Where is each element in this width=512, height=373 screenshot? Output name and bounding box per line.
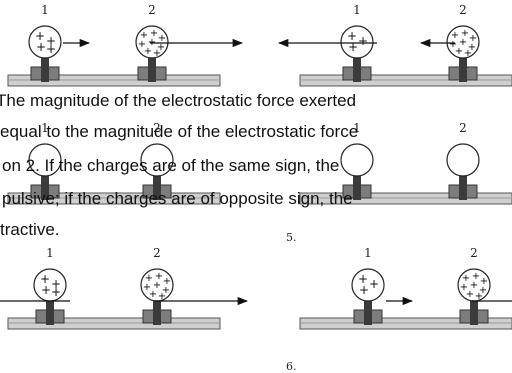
sphere-2 bbox=[135, 25, 169, 59]
panel-number: 6. bbox=[286, 360, 297, 373]
insulating-post-1 bbox=[46, 299, 54, 325]
sphere-2 bbox=[140, 143, 174, 177]
charge-sign: + bbox=[464, 48, 472, 59]
insulating-post-1 bbox=[353, 174, 361, 200]
charge-sign: + bbox=[369, 277, 379, 291]
charge-sign: + bbox=[348, 40, 358, 54]
sphere-label-2: 2 bbox=[470, 246, 478, 260]
charge-sign: + bbox=[51, 285, 61, 299]
sphere-2 bbox=[446, 143, 480, 177]
sphere-1 bbox=[340, 25, 374, 59]
charge-sign: + bbox=[461, 28, 469, 39]
sphere-label-1: 1 bbox=[41, 121, 49, 135]
charge-sign: + bbox=[149, 289, 157, 300]
charge-sign: + bbox=[472, 271, 480, 282]
charge-sign: + bbox=[470, 280, 478, 291]
charge-sign: + bbox=[462, 273, 470, 284]
insulating-post-1 bbox=[41, 56, 49, 82]
sphere-label-2: 2 bbox=[148, 3, 156, 17]
sphere-1 bbox=[340, 143, 374, 177]
sphere-label-2: 2 bbox=[459, 3, 467, 17]
insulating-post-2 bbox=[459, 56, 467, 82]
sphere-1 bbox=[351, 268, 385, 302]
charge-sign: + bbox=[455, 46, 463, 57]
charge-sign: + bbox=[153, 280, 161, 291]
charge-sign: + bbox=[358, 272, 368, 286]
sphere-label-1: 1 bbox=[41, 3, 49, 17]
charge-sign: + bbox=[347, 29, 357, 43]
insulating-post-1 bbox=[364, 299, 372, 325]
insulating-post-1 bbox=[41, 174, 49, 200]
charge-sign: + bbox=[451, 30, 459, 41]
charge-sign: + bbox=[36, 40, 46, 54]
charge-sign: + bbox=[51, 277, 61, 291]
panel-4: 1 2 5. bbox=[286, 121, 512, 244]
charge-sign: + bbox=[153, 48, 161, 59]
charge-sign: + bbox=[469, 33, 477, 44]
charge-sign: + bbox=[158, 33, 166, 44]
charge-sign: + bbox=[468, 42, 476, 53]
charge-sign: + bbox=[480, 276, 488, 287]
charge-sign: + bbox=[358, 34, 368, 48]
sphere-label-1: 1 bbox=[353, 121, 361, 135]
insulating-post-2 bbox=[459, 174, 467, 200]
insulating-post-2 bbox=[470, 299, 478, 325]
sphere-1 bbox=[28, 25, 62, 59]
panel-number: 5. bbox=[286, 231, 297, 244]
panel-6: 1+++2++++++++6. bbox=[286, 246, 512, 373]
sphere-label-2: 2 bbox=[153, 121, 161, 135]
charge-sign: + bbox=[144, 46, 152, 57]
insulating-post-1 bbox=[353, 56, 361, 82]
charge-sign: + bbox=[157, 42, 165, 53]
insulating-post-2 bbox=[153, 174, 161, 200]
charge-sign: + bbox=[46, 34, 56, 48]
charge-sign: + bbox=[35, 29, 45, 43]
charge-sign: + bbox=[460, 282, 468, 293]
sphere-label-1: 1 bbox=[364, 246, 372, 260]
sphere-label-1: 1 bbox=[46, 246, 54, 260]
charge-sign: + bbox=[140, 30, 148, 41]
panel-1: 1++++2++++++++ bbox=[7, 3, 244, 87]
charge-sign: + bbox=[46, 42, 56, 56]
charge-sign: + bbox=[158, 291, 166, 302]
charge-sign: + bbox=[359, 283, 369, 297]
charge-sign: + bbox=[138, 39, 146, 50]
sphere-label-1: 1 bbox=[353, 3, 361, 17]
charge-sign: + bbox=[40, 272, 50, 286]
sphere-label-2: 2 bbox=[459, 121, 467, 135]
charge-sign: + bbox=[41, 283, 51, 297]
panel-2: 1+++2++++++++ bbox=[277, 3, 512, 87]
charge-sign: + bbox=[162, 285, 170, 296]
charge-sign: + bbox=[155, 271, 163, 282]
sphere-1 bbox=[28, 143, 62, 177]
panel-5: 1++++2++++++++ bbox=[0, 246, 249, 330]
charge-sign: + bbox=[449, 39, 457, 50]
sphere-2 bbox=[446, 25, 480, 59]
charge-sign: + bbox=[479, 285, 487, 296]
charge-sign: + bbox=[143, 282, 151, 293]
charge-sign: + bbox=[466, 289, 474, 300]
charge-sign: + bbox=[475, 291, 483, 302]
charge-sign: + bbox=[150, 28, 158, 39]
charge-sign: + bbox=[163, 276, 171, 287]
charge-sign: + bbox=[145, 273, 153, 284]
insulating-post-2 bbox=[153, 299, 161, 325]
insulating-post-2 bbox=[148, 56, 156, 82]
sphere-label-2: 2 bbox=[153, 246, 161, 260]
charge-sign: + bbox=[459, 37, 467, 48]
